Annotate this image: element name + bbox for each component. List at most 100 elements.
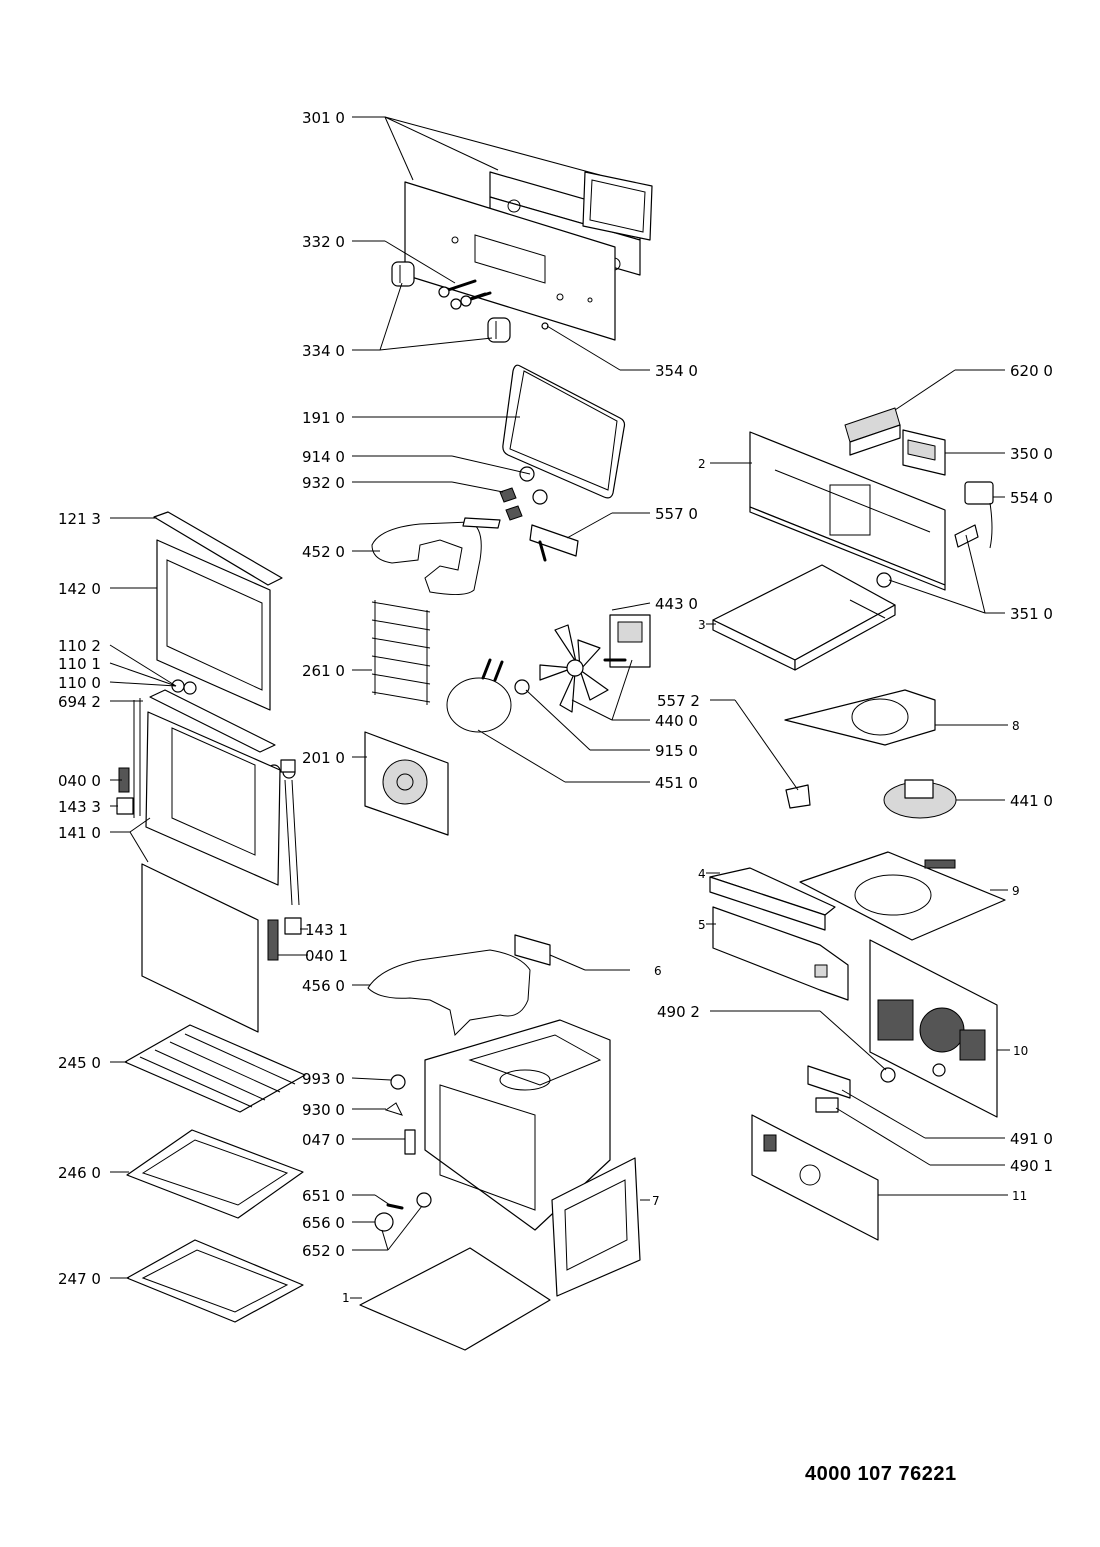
label-652-0: 652 0: [302, 1242, 345, 1260]
relay-491-0: [807, 1065, 851, 1113]
terminal-block-620-0: [844, 407, 901, 456]
baking-tray-246-0: [126, 1129, 304, 1219]
knob-656-0: [374, 1212, 394, 1232]
part-651-0: [386, 1203, 404, 1210]
part-993-0: [390, 1074, 406, 1090]
cooling-duct-3: [712, 564, 896, 671]
label-651-0: 651 0: [302, 1187, 345, 1205]
label-246-0: 246 0: [58, 1164, 101, 1182]
fan-nut: [514, 679, 530, 695]
back-cover-10: [869, 939, 998, 1118]
label-557-0: 557 0: [655, 505, 698, 523]
label-491-0: 491 0: [1010, 1130, 1053, 1148]
label-930-0: 930 0: [302, 1101, 345, 1119]
glass-clip-b: [183, 681, 197, 695]
label-656-0: 656 0: [302, 1214, 345, 1232]
label-490-2: 490 2: [657, 1003, 700, 1021]
label-1: 1: [342, 1291, 350, 1305]
bracket-5: [712, 906, 849, 1001]
circular-element: [446, 658, 512, 733]
label-6: 6: [654, 964, 662, 978]
label-915-0: 915 0: [655, 742, 698, 760]
indicator-lamp: [541, 322, 549, 330]
label-191-0: 191 0: [302, 409, 345, 427]
part-labels: 301 0 332 0 334 0 354 0 191 0 914 0 932 …: [58, 109, 1053, 1305]
label-7: 7: [652, 1194, 660, 1208]
label-8: 8: [1012, 719, 1020, 733]
side-racks: [371, 600, 431, 705]
cooling-fan-441-0: [883, 779, 957, 819]
label-332-0: 332 0: [302, 233, 345, 251]
door-inner-frame: [133, 689, 281, 886]
label-554-0: 554 0: [1010, 489, 1053, 507]
label-694-2: 694 2: [58, 693, 101, 711]
document-number: 4000 107 76221: [805, 1463, 957, 1485]
label-334-0: 334 0: [302, 342, 345, 360]
label-247-0: 247 0: [58, 1270, 101, 1288]
door-trim-121-3: [153, 511, 283, 586]
door-hinges: [116, 759, 302, 961]
lamp-holder: [499, 466, 579, 562]
part-652-0: [416, 1192, 432, 1208]
oven-cavity: [424, 1019, 611, 1231]
door-gasket: [502, 364, 626, 499]
rear-panel-2: [749, 431, 946, 591]
label-261-0: 261 0: [302, 662, 345, 680]
fan-housing-8: [784, 689, 936, 746]
knob-shafts: [438, 279, 492, 310]
wire-grid-245-0: [124, 1024, 306, 1113]
part-047-0: [404, 1129, 416, 1155]
label-557-2: 557 2: [657, 692, 700, 710]
label-2: 2: [698, 457, 706, 471]
label-10: 10: [1013, 1044, 1028, 1058]
fuse-490-2: [880, 1067, 896, 1083]
label-456-0: 456 0: [302, 977, 345, 995]
outer-glass-142-0: [156, 539, 271, 711]
leader-lines: [109, 116, 1010, 1299]
knobs: [391, 261, 511, 343]
label-4: 4: [698, 867, 706, 881]
top-heating-element: [371, 517, 501, 596]
label-301-0: 301 0: [302, 109, 345, 127]
part-930-0: [384, 1102, 403, 1116]
fan-cover: [364, 731, 449, 836]
label-201-0: 201 0: [302, 749, 345, 767]
label-040-0: 040 0: [58, 772, 101, 790]
side-panel-7: [551, 1157, 641, 1297]
bottom-heating-element: [367, 934, 551, 1037]
label-11: 11: [1012, 1189, 1027, 1203]
label-141-0: 141 0: [58, 824, 101, 842]
label-143-1: 143 1: [305, 921, 348, 939]
label-245-0: 245 0: [58, 1054, 101, 1072]
label-993-0: 993 0: [302, 1070, 345, 1088]
label-451-0: 451 0: [655, 774, 698, 792]
label-350-0: 350 0: [1010, 445, 1053, 463]
label-452-0: 452 0: [302, 543, 345, 561]
label-490-1: 490 1: [1010, 1157, 1053, 1175]
label-142-0: 142 0: [58, 580, 101, 598]
electronic-board-11: [751, 1114, 879, 1241]
display-frame: [582, 171, 653, 241]
label-110-0: 110 0: [58, 674, 101, 692]
label-351-0: 351 0: [1010, 605, 1053, 623]
support-4: [709, 867, 836, 931]
label-9: 9: [1012, 884, 1020, 898]
fan-motor: [603, 614, 651, 668]
timer-350-0: [902, 429, 946, 476]
label-440-0: 440 0: [655, 712, 698, 730]
label-143-3: 143 3: [58, 798, 101, 816]
switch-554-0: [964, 481, 994, 549]
inner-glass-141-0: [141, 863, 259, 1033]
cover-9: [799, 851, 1006, 941]
label-040-1: 040 1: [305, 947, 348, 965]
bottom-panel-1: [359, 1247, 551, 1351]
label-5: 5: [698, 918, 706, 932]
label-3: 3: [698, 618, 706, 632]
label-443-0: 443 0: [655, 595, 698, 613]
label-932-0: 932 0: [302, 474, 345, 492]
label-121-3: 121 3: [58, 510, 101, 528]
label-354-0: 354 0: [655, 362, 698, 380]
deep-tray-247-0: [126, 1239, 304, 1323]
label-110-1: 110 1: [58, 655, 101, 673]
